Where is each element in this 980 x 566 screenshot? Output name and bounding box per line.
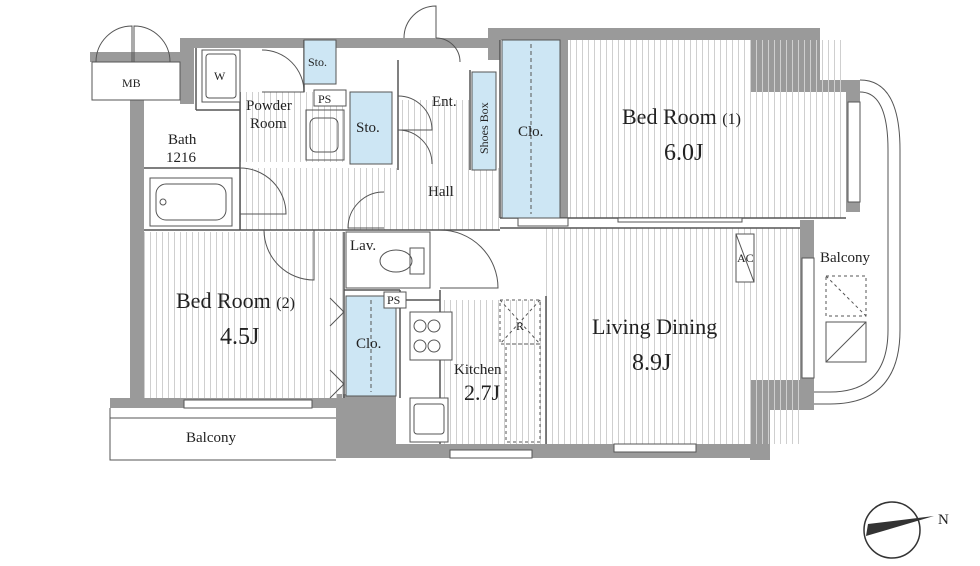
- shoes-box: [471, 71, 497, 171]
- bath-size-label: 1216: [166, 150, 197, 166]
- ps-box-mid: [383, 291, 407, 309]
- storage-mid: [349, 91, 393, 165]
- windows: [183, 101, 861, 459]
- entrance-label: Ent.: [432, 94, 457, 110]
- storage-mid-label: Sto.: [356, 120, 380, 136]
- storage-top: [303, 39, 337, 85]
- ps-top-label: PS: [318, 92, 331, 106]
- bathtub: [149, 177, 233, 227]
- ps-box-top: [313, 89, 347, 107]
- balcony-bottom-label: Balcony: [186, 430, 236, 446]
- shoes-box-label: Shoes Box: [477, 102, 491, 154]
- kitchen-sink: [409, 397, 449, 443]
- bed1-size: 6.0J: [664, 140, 703, 166]
- compass-icon: N: [863, 501, 949, 559]
- balconies: [109, 79, 901, 461]
- bed2-size: 4.5J: [220, 324, 259, 350]
- hall-label: Hall: [428, 184, 454, 200]
- powder-sink: [305, 109, 345, 161]
- living-size: 8.9J: [632, 350, 671, 376]
- fridge-label: R: [516, 319, 524, 333]
- fixtures: [91, 49, 755, 443]
- hall-floor: [240, 168, 500, 230]
- kitchen-floor: [440, 300, 546, 444]
- living-floor: [546, 228, 800, 444]
- labels: MB W Sto. Powder Room PS Sto. Ent. Shoes…: [122, 55, 870, 446]
- mb-box: [91, 61, 181, 101]
- ac-label: AC: [737, 251, 754, 265]
- toilet-area: [345, 231, 431, 289]
- washer-label: W: [214, 69, 226, 83]
- bed2-name: Bed Room (2): [176, 288, 295, 313]
- bath-label: Bath: [168, 132, 197, 148]
- living-name: Living Dining: [592, 314, 717, 339]
- north-label: N: [938, 512, 949, 528]
- closet-left-label: Clo.: [356, 336, 381, 352]
- mb-label: MB: [122, 76, 141, 90]
- powder-room-label: Powder: [246, 98, 292, 114]
- storage-top-label: Sto.: [308, 55, 327, 69]
- stove: [409, 311, 453, 361]
- closet-top-label: Clo.: [518, 124, 543, 140]
- powder-room-label-2: Room: [250, 116, 287, 132]
- kitchen-name: Kitchen: [454, 362, 502, 378]
- balcony-right-label: Balcony: [820, 250, 870, 266]
- kitchen-size: 2.7J: [464, 380, 501, 405]
- bed1-name: Bed Room (1): [622, 104, 741, 129]
- bed1-floor: [568, 40, 846, 218]
- lav-label: Lav.: [350, 238, 376, 254]
- hall-floor-2: [400, 100, 470, 170]
- doors: [95, 5, 499, 399]
- ps-mid-label: PS: [387, 293, 400, 307]
- bed2-floor: [144, 232, 344, 398]
- washer: [201, 49, 241, 103]
